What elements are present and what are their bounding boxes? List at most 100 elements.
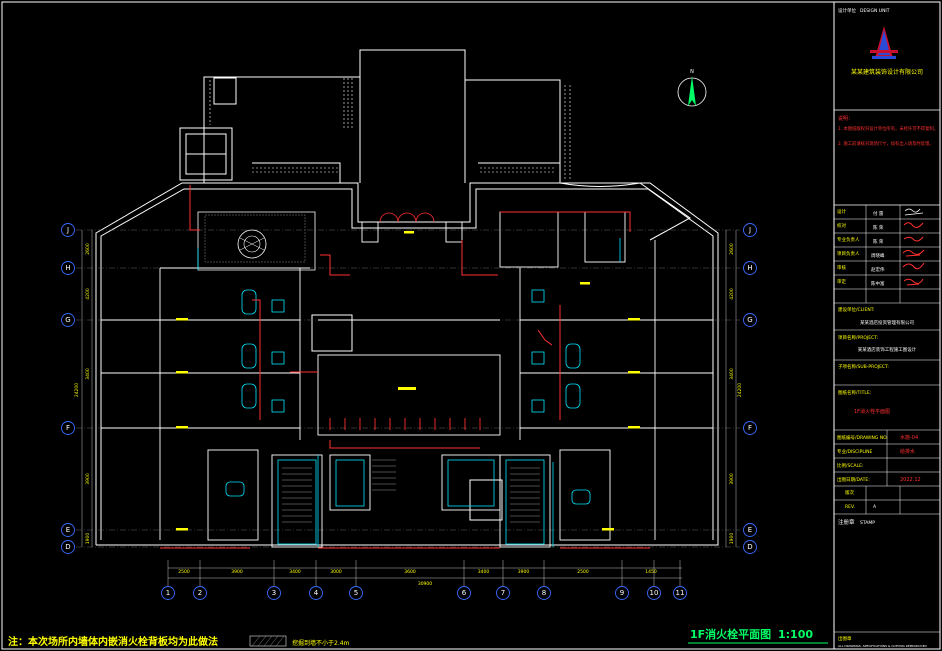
grid-column-2-label: 2: [198, 589, 202, 597]
drawing-scale: 1:100: [778, 628, 813, 641]
version: A: [873, 504, 877, 510]
grid-row-left-F: F: [61, 421, 75, 435]
grid-row-left-E: E: [61, 523, 75, 537]
signature-table: 设计 付 雷 校对 陈 荣 专业负责人 陈 荣 项目负责人 周晓峰 审核 赵宏伟…: [834, 205, 940, 304]
grid-column-7-label: 7: [501, 589, 505, 597]
dimension-left-3: 3900: [85, 473, 91, 485]
design-unit-en: DESIGN UNIT: [860, 8, 890, 14]
signature-mark-icon: [903, 278, 924, 286]
company-name: 某某建筑装饰设计有限公司: [851, 68, 923, 76]
footer-text: ALL DRAWINGS, SPECIFICATIONS & COPYING R…: [838, 644, 927, 648]
grid-column-6-label: 6: [462, 589, 467, 597]
grid-column-9-label: 9: [620, 589, 624, 597]
stair-hatching: [282, 459, 540, 523]
grid-row-left-D: D: [61, 540, 75, 554]
stamp-en: STAMP: [860, 520, 875, 526]
grid-row-right-H: H: [743, 261, 757, 275]
company-logo-icon: [870, 26, 898, 59]
grid-column-4-label: 4: [314, 589, 319, 597]
grid-column-10: 10: [647, 586, 661, 600]
dimension-bottom-3: 3000: [330, 569, 342, 575]
sig-role-0: 设计: [837, 208, 846, 215]
dimension-bottom-total: 30900: [418, 581, 432, 587]
sig-name-4: 赵宏伟: [871, 266, 885, 273]
dimension-right-0: 2600: [729, 243, 735, 255]
drawing-title-label: 图纸名称/TITLE:: [838, 389, 871, 396]
dimension-bottom-1: 3900: [231, 569, 243, 575]
version-label: 版次: [845, 489, 854, 496]
discipline-label: 专业/DISCIPLINE: [837, 448, 873, 455]
scale-label: 比例/SCALE:: [837, 462, 863, 469]
dimension-bottom-0: 2500: [178, 569, 190, 575]
hall-door-marks: [329, 418, 481, 430]
grid-row-right-F-label: F: [748, 424, 752, 432]
building-outline: [95, 49, 719, 546]
grid-column-5-label: 5: [354, 589, 358, 597]
north-label: N: [690, 69, 694, 75]
sig-name-3: 周晓峰: [871, 252, 885, 259]
grid-row-left-J-label: J: [66, 226, 69, 234]
grid-row-right-J-label: J: [748, 226, 751, 234]
grid-row-left-D-label: D: [65, 543, 70, 551]
landscape-hatch: [209, 78, 571, 180]
title-block: 设计单位 DESIGN UNIT 某某建筑装饰设计有限公司 说明： 1. 本图纸…: [833, 1, 941, 650]
grid-row-left-E-label: E: [66, 526, 70, 534]
grid-row-right-D-label: D: [747, 543, 752, 551]
grid-row-right-F: F: [743, 421, 757, 435]
project-label: 项目名称/PROJECT:: [838, 334, 878, 341]
signature-mark-icon: [904, 208, 924, 216]
grid-column-1: 1: [161, 586, 175, 600]
grid-column-1-label: 1: [166, 589, 170, 597]
sig-name-1: 陈 荣: [873, 224, 884, 231]
sig-role-1: 校对: [837, 222, 846, 229]
grid-row-right-D: D: [743, 540, 757, 554]
dimension-bottom-2: 3400: [289, 569, 301, 575]
dimension-left-total: 24200: [74, 383, 80, 397]
dimension-lines: [81, 230, 737, 579]
grid-column-6: 6: [457, 586, 471, 600]
fixtures: [197, 238, 621, 547]
footnote: 注：本次场所内墙体内嵌消火栓背板均为此做法: [8, 635, 218, 648]
dimension-right-2: 3400: [729, 368, 735, 380]
client-label-text: 建设单位/CLIENT:: [838, 306, 874, 313]
grid-column-7: 7: [496, 586, 510, 600]
dimension-left-2: 3400: [85, 368, 91, 380]
legend-hatch-swatch: [249, 635, 287, 647]
sig-name-0: 付 雷: [873, 210, 884, 217]
signature-mark-icon: [902, 249, 925, 257]
dimension-bottom-4: 3600: [404, 569, 416, 575]
grid-column-8: 8: [537, 586, 551, 600]
grid-row-right-G: G: [743, 313, 757, 327]
drawing-title-block: 1F消火栓平面图: [854, 408, 890, 415]
grid-row-right-G-label: G: [747, 316, 752, 324]
discipline: 给排水: [900, 448, 915, 455]
notes-label: 说明：: [838, 115, 853, 122]
grid-row-left-G-label: G: [65, 316, 70, 324]
grid-column-9: 9: [615, 586, 629, 600]
subitem-label: 子项名称/SUB-PROJECT:: [838, 363, 889, 370]
dimension-bottom-5: 3400: [478, 569, 490, 575]
sig-role-3: 项目负责人: [837, 250, 860, 257]
project-name: 某某酒店装饰工程施工图设计: [858, 346, 917, 353]
room-tags: [176, 231, 640, 531]
interior-walls: [101, 211, 713, 548]
dimension-right-3: 3900: [729, 473, 735, 485]
dimension-right-4: 1900: [729, 533, 735, 545]
legend-text: 挖掘到墙不小于2.4m: [292, 639, 350, 647]
grid-row-left-J: J: [61, 223, 75, 237]
grid-column-5: 5: [349, 586, 363, 600]
grid-row-left-F-label: F: [66, 424, 70, 432]
dimension-right-total: 24200: [737, 383, 743, 397]
sig-name-2: 陈 荣: [873, 238, 884, 245]
date-label: 出图日期/DATE:: [837, 476, 870, 483]
entrance-doors: [379, 212, 435, 223]
signature-mark-icon: [903, 222, 924, 228]
drawing-no: 水施-04: [900, 434, 918, 441]
dimension-left-1: 4200: [85, 288, 91, 300]
